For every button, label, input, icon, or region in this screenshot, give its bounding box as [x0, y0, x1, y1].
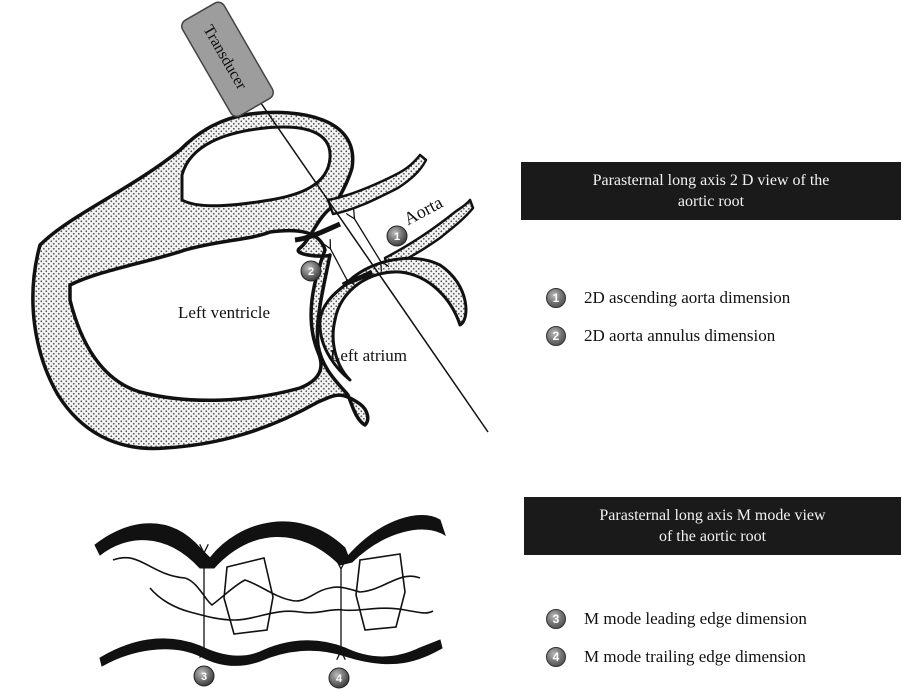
legend-text-1: 2D ascending aorta dimension	[584, 288, 790, 308]
panel-2d-title-line2: aortic root	[531, 191, 891, 212]
m-mode-valve-box-1	[224, 558, 273, 634]
transducer-beam	[245, 80, 488, 432]
marker-3-badge: 3	[194, 666, 214, 686]
legend-text-2: 2D aorta annulus dimension	[584, 326, 775, 346]
legend-badge-4: 4	[546, 647, 566, 667]
left-atrium-label: Left atrium	[330, 346, 407, 365]
transducer-probe: Transducer	[179, 0, 276, 119]
legend-item-mmode-leading: 3 M mode leading edge dimension	[546, 609, 807, 629]
legend-item-2d-ascending: 1 2D ascending aorta dimension	[546, 288, 790, 308]
legend-text-4: M mode trailing edge dimension	[584, 647, 806, 667]
left-ventricle-label: Left ventricle	[178, 303, 270, 322]
marker-2-badge: 2	[301, 261, 321, 281]
svg-text:3: 3	[201, 671, 207, 683]
svg-text:1: 1	[394, 231, 400, 243]
legend-item-mmode-trailing: 4 M mode trailing edge dimension	[546, 647, 806, 667]
annulus-arrow	[330, 248, 347, 280]
legend-badge-3: 3	[546, 609, 566, 629]
ascending-aorta-arrow	[354, 218, 381, 262]
heart-outline	[33, 112, 473, 448]
svg-text:2: 2	[308, 266, 314, 278]
marker-4-badge: 4	[329, 668, 349, 688]
panel-mmode-title-line2: of the aortic root	[534, 526, 891, 547]
legend-badge-1: 1	[546, 288, 566, 308]
panel-mmode-title-line1: Parasternal long axis M mode view	[534, 505, 891, 526]
legend-item-2d-annulus: 2 2D aorta annulus dimension	[546, 326, 775, 346]
legend-badge-2: 2	[546, 326, 566, 346]
m-mode-lower-line	[150, 588, 433, 620]
m-mode-trace	[95, 516, 445, 667]
m-mode-anterior-wall	[95, 516, 445, 569]
m-mode-posterior-wall	[100, 639, 442, 666]
marker-1-badge: 1	[387, 226, 407, 246]
panel-2d-title: Parasternal long axis 2 D view of the ao…	[521, 162, 901, 220]
panel-mmode-title: Parasternal long axis M mode view of the…	[524, 497, 901, 555]
panel-2d-title-line1: Parasternal long axis 2 D view of the	[531, 170, 891, 191]
svg-text:4: 4	[336, 673, 343, 685]
legend-text-3: M mode leading edge dimension	[584, 609, 807, 629]
